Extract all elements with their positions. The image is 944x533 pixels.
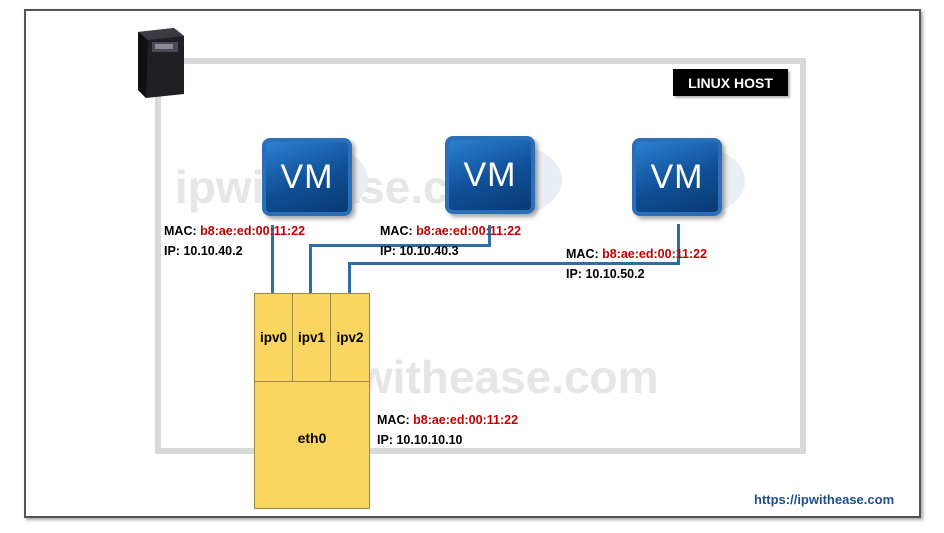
vm-2-mac: b8:ae:ed:00:11:22 <box>416 224 522 238</box>
wire-vm2-ipv1-vertical <box>488 225 491 245</box>
ipv1-interface: ipv1 <box>292 293 331 382</box>
vm-1-mac: b8:ae:ed:00:11:22 <box>200 224 306 238</box>
eth0-label: eth0 <box>297 430 327 446</box>
wire-vm2-ipv1-drop <box>309 244 312 294</box>
vm-1-ip: IP: 10.10.40.2 <box>164 244 243 258</box>
wire-vm3-ipv2-drop <box>348 262 351 294</box>
ipv0-label: ipv0 <box>259 330 287 345</box>
server-icon <box>138 28 184 98</box>
wire-vm1-ipv0 <box>271 225 274 294</box>
ipv0-interface: ipv0 <box>254 293 293 382</box>
ipv1-label: ipv1 <box>297 330 325 345</box>
vm-2-ip: IP: 10.10.40.3 <box>380 244 459 258</box>
source-url: https://ipwithease.com <box>754 492 895 507</box>
eth0-address: MAC: b8:ae:ed:00:11:22 IP: 10.10.10.10 <box>377 410 518 450</box>
linux-host-boundary <box>155 58 806 454</box>
eth0-ip: IP: 10.10.10.10 <box>377 433 463 447</box>
vm-1-address: MAC: b8:ae:ed:00:11:22 IP: 10.10.40.2 <box>164 221 305 261</box>
vm-2-address: MAC: b8:ae:ed:00:11:22 IP: 10.10.40.3 <box>380 221 521 261</box>
vm-3: VM <box>632 138 722 216</box>
vm-1: VM <box>262 138 352 216</box>
vm-3-ip: IP: 10.10.50.2 <box>566 267 645 281</box>
vm-1-label: VM <box>280 157 334 196</box>
vm-2: VM <box>445 136 535 214</box>
wire-vm3-ipv2-vertical <box>677 224 680 264</box>
vm-2-mac-prefix: MAC: <box>380 224 417 238</box>
vm-3-mac: b8:ae:ed:00:11:22 <box>602 247 708 261</box>
eth0-mac-prefix: MAC: <box>377 413 414 427</box>
vm-1-mac-prefix: MAC: <box>164 224 201 238</box>
ipv2-label: ipv2 <box>336 330 364 345</box>
ipv2-interface: ipv2 <box>330 293 370 382</box>
linux-host-label: LINUX HOST <box>673 69 788 96</box>
wire-vm3-ipv2-horizontal <box>348 262 680 265</box>
vm-2-label: VM <box>463 155 517 194</box>
vm-3-mac-prefix: MAC: <box>566 247 603 261</box>
vm-3-label: VM <box>650 157 704 196</box>
wire-vm2-ipv1-horizontal <box>309 244 491 247</box>
vm-3-address: MAC: b8:ae:ed:00:11:22 IP: 10.10.50.2 <box>566 244 707 284</box>
eth0-mac: b8:ae:ed:00:11:22 <box>413 413 519 427</box>
